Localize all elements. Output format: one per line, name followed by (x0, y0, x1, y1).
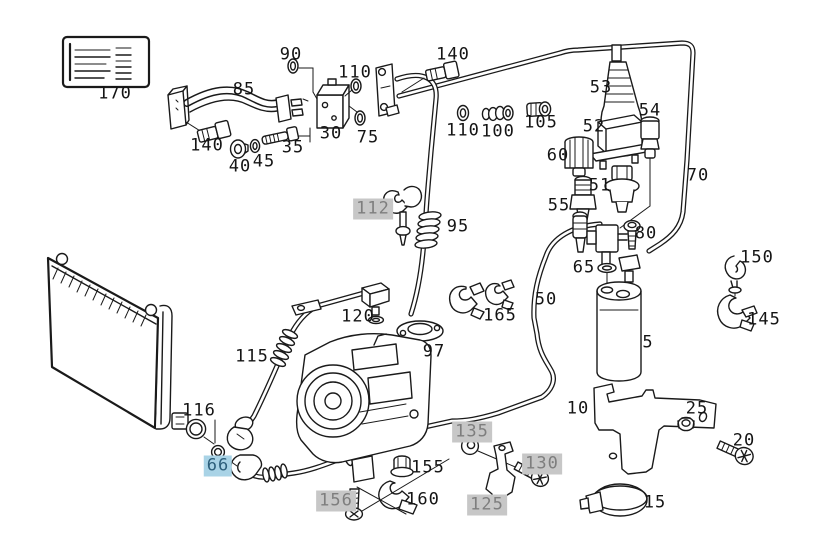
fitting-100 (481, 105, 514, 122)
pipe-95-flange (375, 63, 400, 117)
drier-port-fitting (606, 254, 641, 291)
nut-155 (390, 455, 414, 478)
part-label-110[interactable]: 110 (446, 120, 480, 141)
fitting-140-top (424, 60, 460, 82)
cap-60 (564, 136, 594, 177)
part-label-150[interactable]: 150 (740, 247, 774, 268)
part-label-112[interactable]: 112 (353, 198, 393, 220)
o-ring-75 (354, 110, 366, 126)
part-label-105[interactable]: 105 (524, 112, 558, 133)
part-label-30[interactable]: 30 (319, 123, 343, 144)
part-label-45[interactable]: 45 (252, 151, 276, 172)
clamp-15 (579, 483, 648, 517)
part-label-85[interactable]: 85 (232, 79, 256, 100)
part-label-135[interactable]: 135 (452, 421, 492, 443)
o-ring-116 (185, 418, 207, 440)
expansion-valve-30 (297, 67, 358, 143)
bracket-10 (593, 383, 717, 475)
part-label-60[interactable]: 60 (546, 145, 570, 166)
drier-valve-block (586, 224, 628, 268)
part-label-40[interactable]: 40 (228, 156, 252, 177)
part-label-70[interactable]: 70 (686, 165, 710, 186)
clamp-160 (351, 458, 450, 518)
receiver-drier-5 (596, 281, 642, 382)
pipe-95-hose (397, 76, 442, 314)
nut-25 (677, 416, 695, 432)
label-plate-170 (61, 35, 151, 89)
part-label-90[interactable]: 90 (279, 44, 303, 65)
condenser-fins (52, 267, 147, 327)
part-label-51[interactable]: 51 (588, 175, 612, 196)
part-label-66[interactable]: 66 (203, 455, 233, 477)
pressure-switch-51 (604, 165, 640, 213)
condenser (46, 252, 189, 430)
part-label-5[interactable]: 5 (642, 332, 654, 353)
clip-150 (724, 255, 747, 294)
part-label-160[interactable]: 160 (406, 489, 440, 510)
fitting-140-left (196, 119, 232, 143)
clamp-165-pair (448, 279, 515, 320)
corrugation-115 (269, 328, 299, 368)
part-label-54[interactable]: 54 (638, 100, 662, 121)
o-ring-110-top (350, 78, 362, 94)
compressor (295, 333, 432, 483)
nut-40 (229, 139, 249, 159)
part-label-145[interactable]: 145 (747, 309, 781, 330)
part-label-116[interactable]: 116 (182, 400, 216, 421)
o-ring-110-mid (456, 104, 470, 122)
part-label-15[interactable]: 15 (643, 492, 667, 513)
part-label-156[interactable]: 156 (316, 490, 356, 512)
part-label-125[interactable]: 125 (467, 494, 507, 516)
part-label-100[interactable]: 100 (481, 121, 515, 142)
part-label-155[interactable]: 155 (411, 457, 445, 478)
hose-115-elbow (226, 416, 254, 451)
connector-52 (589, 114, 653, 170)
part-label-25[interactable]: 25 (685, 398, 709, 419)
part-label-50[interactable]: 50 (534, 289, 558, 310)
part-label-115[interactable]: 115 (235, 346, 269, 367)
part-label-130[interactable]: 130 (522, 453, 562, 475)
valve-54 (619, 116, 660, 229)
part-label-165[interactable]: 165 (483, 305, 517, 326)
part-label-110[interactable]: 110 (338, 62, 372, 83)
part-label-52[interactable]: 52 (582, 116, 606, 137)
hose-115-suction (245, 293, 364, 429)
fitting-105 (526, 101, 552, 118)
part-label-35[interactable]: 35 (281, 137, 305, 158)
clamp-145 (716, 292, 758, 332)
screw-35 (261, 126, 300, 145)
part-label-140[interactable]: 140 (436, 44, 470, 65)
o-ring-65 (597, 262, 617, 274)
part-label-80[interactable]: 80 (634, 223, 658, 244)
bolt-80 (623, 219, 641, 250)
hose-85-flange (167, 85, 206, 135)
part-label-53[interactable]: 53 (589, 77, 613, 98)
part-label-55[interactable]: 55 (547, 195, 571, 216)
part-label-20[interactable]: 20 (732, 430, 756, 451)
sensor-bulb (572, 211, 588, 253)
part-label-95[interactable]: 95 (446, 216, 470, 237)
fitting-120 (361, 282, 390, 325)
screw-20 (716, 440, 754, 466)
o-ring-90 (287, 58, 299, 74)
seal-45 (249, 138, 261, 154)
part-label-65[interactable]: 65 (572, 257, 596, 278)
part-label-10[interactable]: 10 (566, 398, 590, 419)
part-label-75[interactable]: 75 (356, 127, 380, 148)
part-label-140[interactable]: 140 (190, 135, 224, 156)
hose-85-end-fitting (275, 94, 309, 123)
part-label-170[interactable]: 170 (98, 83, 132, 104)
part-label-97[interactable]: 97 (422, 341, 446, 362)
hose-85 (187, 90, 278, 113)
part-label-120[interactable]: 120 (341, 306, 375, 327)
pipe-95-end-flange (396, 320, 444, 342)
corrugation-95 (414, 211, 442, 249)
